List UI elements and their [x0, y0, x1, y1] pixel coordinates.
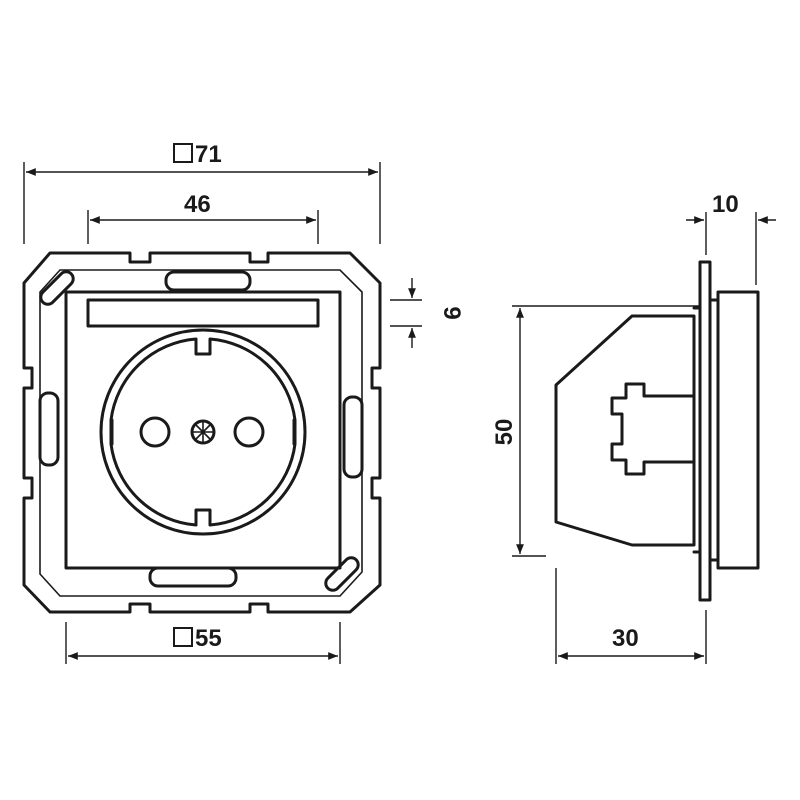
- square-symbol-71: [173, 143, 193, 163]
- square-symbol-55: [173, 627, 193, 647]
- dimension-46-label: 46: [184, 191, 211, 218]
- dimension-71-label: 71: [195, 141, 222, 168]
- front-view: 71 46 9 55: [22, 141, 465, 664]
- label-field: [86, 298, 320, 328]
- dimension-9-label: 9: [438, 306, 465, 319]
- dimension-outer-frame: 71: [23, 141, 381, 244]
- dimension-label-field: 9: [390, 278, 465, 348]
- dimension-30-label: 30: [612, 625, 639, 652]
- dimension-50-label: 50: [491, 419, 518, 446]
- dimension-inner-plate: 55: [65, 622, 341, 664]
- socket-pin-right: [233, 416, 265, 448]
- dimension-10-label: 10: [712, 191, 739, 218]
- socket-outlet: [99, 328, 307, 536]
- side-terminal: [610, 382, 696, 476]
- outer-frame: [22, 251, 382, 614]
- dimension-total-depth: 30: [555, 568, 707, 664]
- slot-top: [164, 270, 252, 292]
- slot-left: [38, 391, 60, 467]
- socket-pin-left: [139, 416, 171, 448]
- central-plate: [64, 290, 342, 570]
- dimension-insert-height: 50: [491, 305, 700, 557]
- slot-top-left: [39, 270, 75, 306]
- slot-bottom: [148, 566, 238, 588]
- side-cover-plate: [716, 290, 760, 570]
- frame-inner-edge: [39, 269, 363, 597]
- dimension-plate-depth: 10: [686, 191, 776, 285]
- slot-right: [342, 395, 364, 479]
- dimension-fixing-spacing: 46: [87, 191, 319, 244]
- slot-bottom-right: [324, 556, 360, 592]
- side-insert-body: [554, 314, 696, 547]
- side-view: 50 10 30: [491, 191, 776, 664]
- dimension-55-label: 55: [195, 625, 222, 652]
